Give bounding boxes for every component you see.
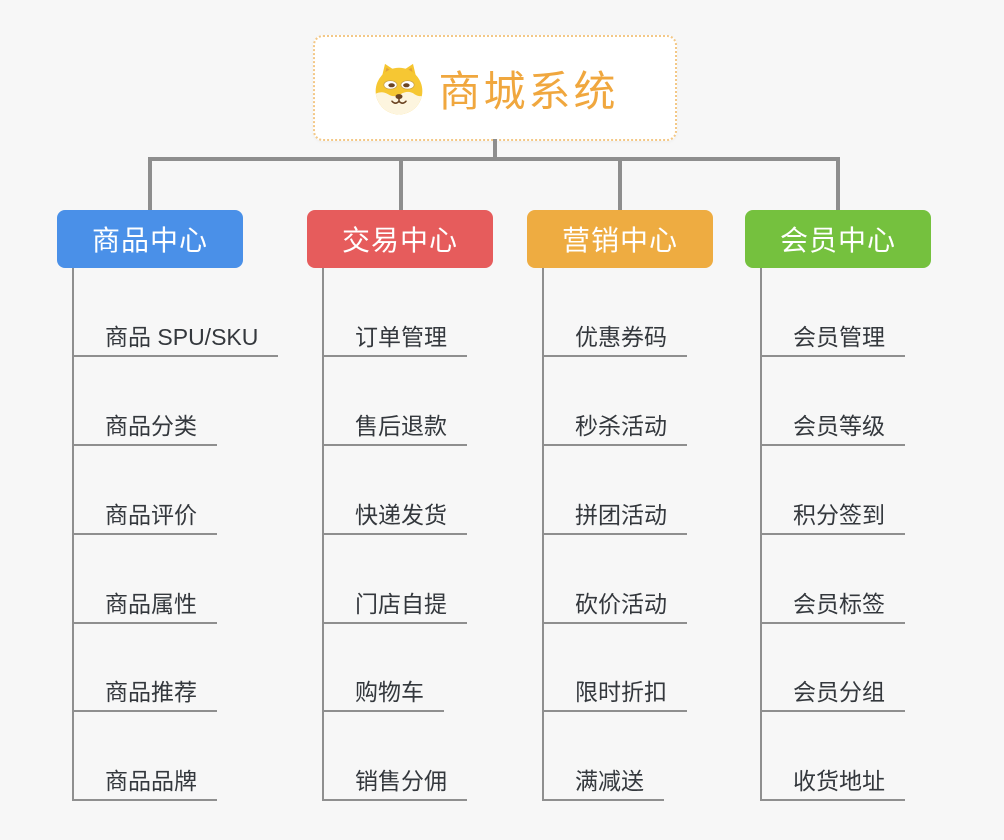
connector-drop-member (836, 157, 840, 210)
root-title: 商城系统 (438, 67, 619, 115)
connector-drop-trade (399, 157, 403, 210)
branch-node-trade-center[interactable]: 交易中心 (307, 210, 493, 268)
leaf-node[interactable]: 收货地址 (760, 765, 905, 801)
leaf-node[interactable]: 会员等级 (760, 410, 905, 446)
root-node[interactable]: 商城系统 (313, 35, 677, 141)
connector-root-drop (493, 139, 497, 161)
leaf-node[interactable]: 积分签到 (760, 499, 905, 535)
branch-marketing-center: 营销中心 优惠券码 秒杀活动 拼团活动 砍价活动 限时折扣 满减送 (527, 210, 777, 810)
leaf-node[interactable]: 限时折扣 (542, 676, 687, 712)
leaf-node[interactable]: 快递发货 (322, 499, 467, 535)
branch-node-product-center[interactable]: 商品中心 (57, 210, 243, 268)
branch-trade-center: 交易中心 订单管理 售后退款 快递发货 门店自提 购物车 销售分佣 (307, 210, 557, 810)
connector-drop-product (148, 157, 152, 210)
leaf-node[interactable]: 商品评价 (72, 499, 217, 535)
leaf-node[interactable]: 售后退款 (322, 410, 467, 446)
leaf-node[interactable]: 拼团活动 (542, 499, 687, 535)
leaf-node[interactable]: 优惠券码 (542, 321, 687, 357)
leaf-node[interactable]: 商品推荐 (72, 676, 217, 712)
leaf-node[interactable]: 会员管理 (760, 321, 905, 357)
connector-rail (148, 157, 840, 161)
branch-label: 交易中心 (341, 225, 458, 256)
dog-face-icon (371, 60, 427, 116)
leaf-node[interactable]: 秒杀活动 (542, 410, 687, 446)
leaf-node[interactable]: 销售分佣 (322, 765, 467, 801)
branch-label: 营销中心 (561, 225, 678, 256)
branch-label: 商品中心 (91, 225, 208, 256)
branch-product-center: 商品中心 商品 SPU/SKU 商品分类 商品评价 商品属性 商品推荐 商品品牌 (57, 210, 307, 810)
branch-label: 会员中心 (779, 225, 896, 256)
leaf-node[interactable]: 砍价活动 (542, 588, 687, 624)
branch-member-center: 会员中心 会员管理 会员等级 积分签到 会员标签 会员分组 收货地址 (745, 210, 995, 810)
leaf-node[interactable]: 会员标签 (760, 588, 905, 624)
leaf-node[interactable]: 购物车 (322, 676, 444, 712)
branch-node-marketing-center[interactable]: 营销中心 (527, 210, 713, 268)
leaf-node[interactable]: 商品分类 (72, 410, 217, 446)
leaf-node[interactable]: 商品 SPU/SKU (72, 321, 279, 357)
leaf-node[interactable]: 会员分组 (760, 676, 905, 712)
connector-drop-marketing (618, 157, 622, 210)
leaf-node[interactable]: 满减送 (542, 765, 664, 801)
leaf-node[interactable]: 订单管理 (322, 321, 467, 357)
leaf-node[interactable]: 商品品牌 (72, 765, 217, 801)
leaf-node[interactable]: 门店自提 (322, 588, 467, 624)
branch-node-member-center[interactable]: 会员中心 (745, 210, 931, 268)
leaf-node[interactable]: 商品属性 (72, 588, 217, 624)
